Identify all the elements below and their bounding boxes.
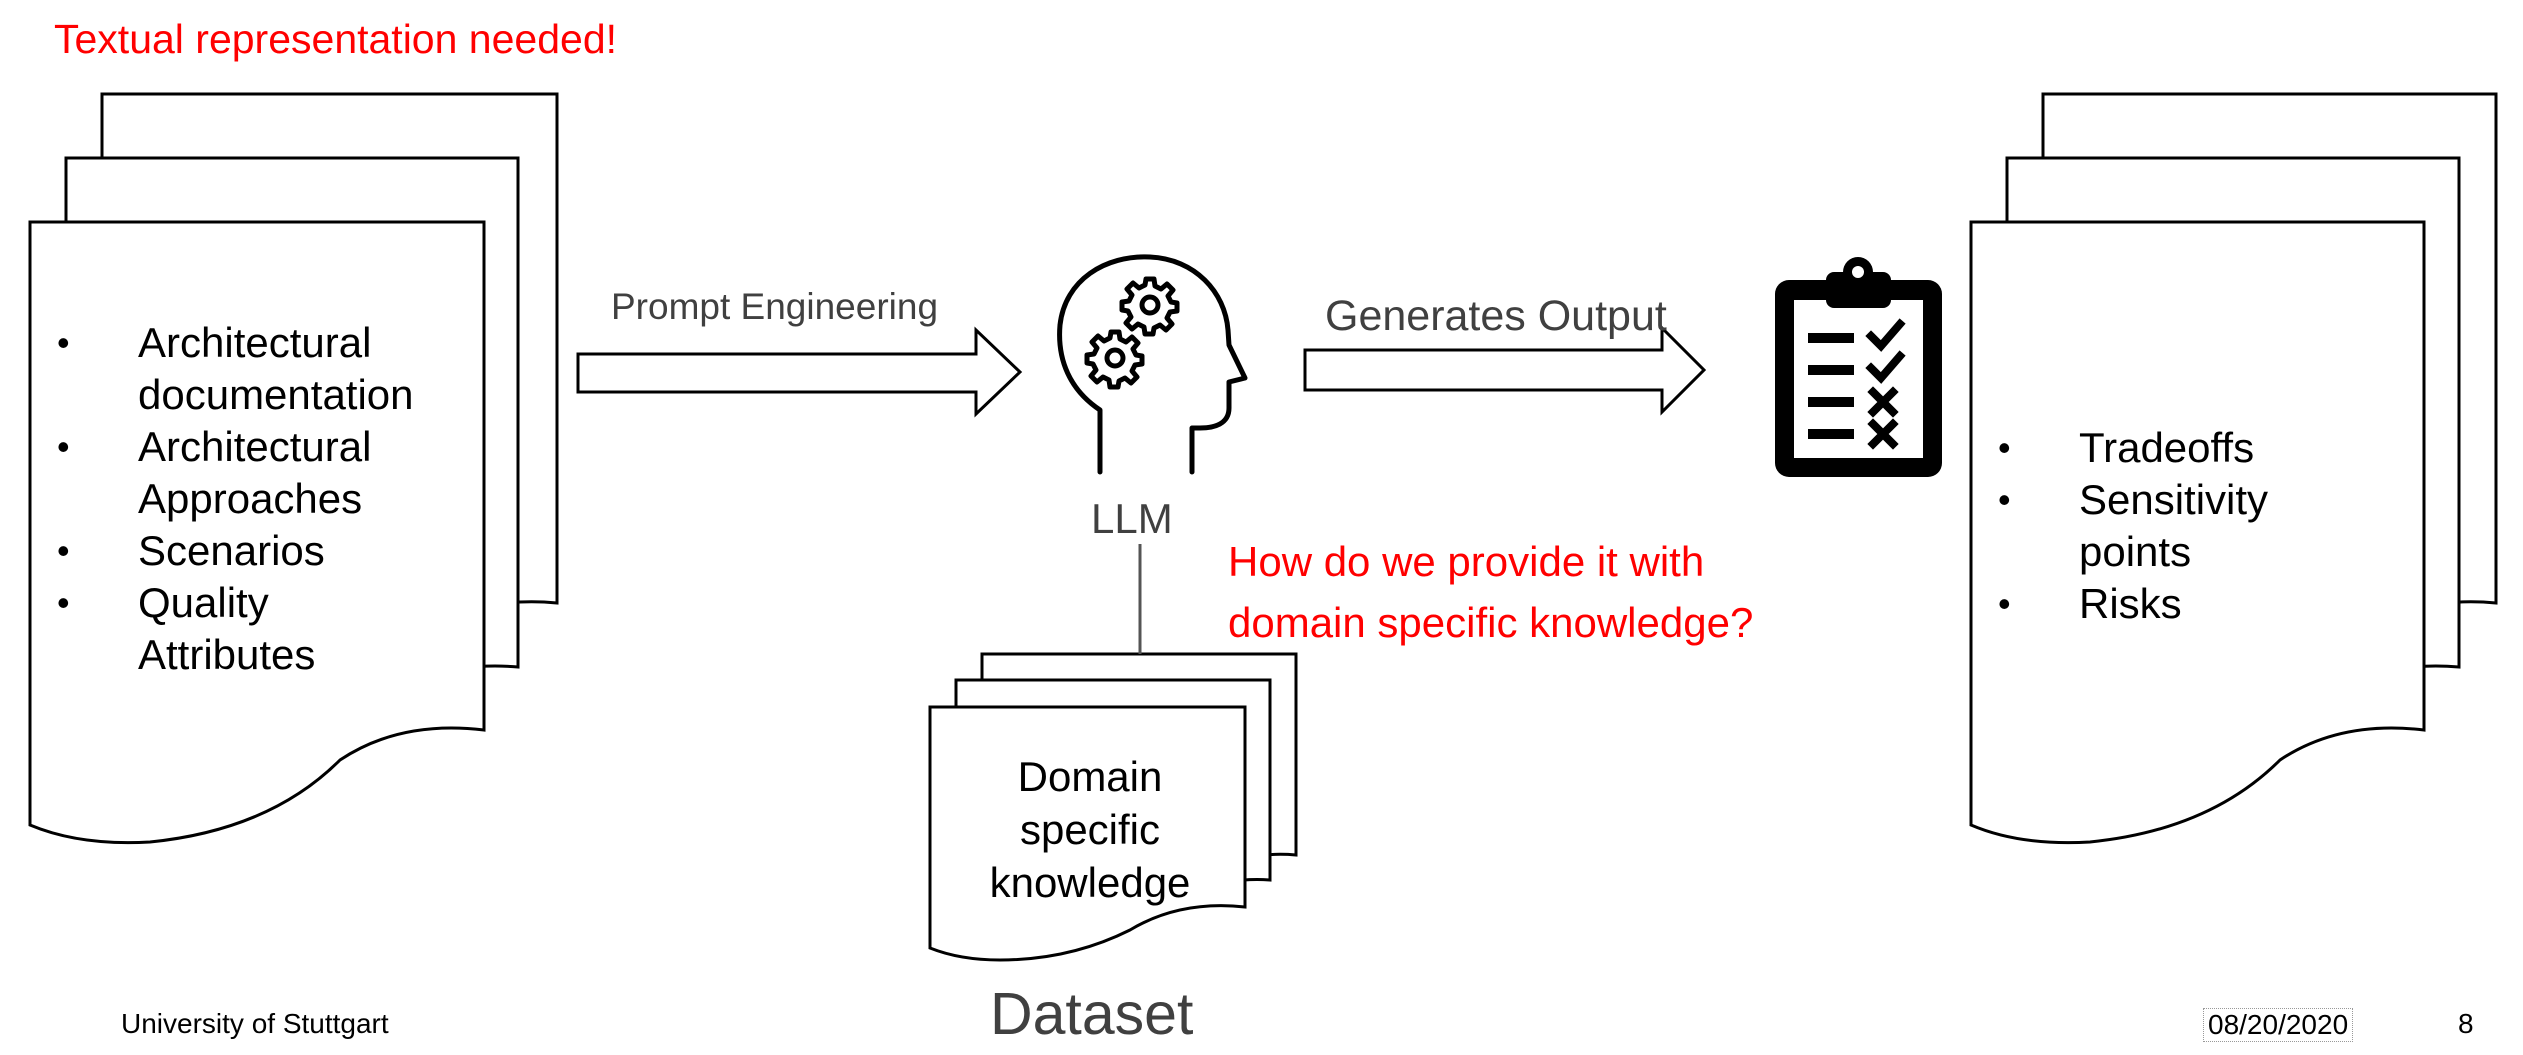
dataset-document-front (928, 705, 1247, 962)
prompt-engineering-arrow (576, 326, 1023, 418)
clipboard-checklist-icon (1775, 257, 1942, 477)
dataset-doc-line: Domain (1017, 753, 1163, 800)
list-item: Architectural Approaches (30, 421, 450, 525)
dataset-doc-line: specific (1019, 806, 1161, 853)
footer-institution: University of Stuttgart (121, 1008, 389, 1039)
list-item: Tradeoffs (1971, 422, 2351, 474)
dataset-label: Dataset (990, 981, 1194, 1047)
brain-gears-head-icon (1057, 254, 1248, 475)
llm-label: LLM (1091, 495, 1173, 542)
footer-page-number: 8 (2458, 1008, 2474, 1039)
input-documents-list: Architectural documentation Architectura… (30, 317, 450, 681)
question-note-line1: How do we provide it with (1228, 538, 1705, 585)
prompt-engineering-label: Prompt Engineering (611, 286, 939, 327)
dataset-documents-stack (928, 652, 1298, 962)
dataset-document-text: Domain specific knowledge (960, 750, 1220, 909)
list-item: Architectural documentation (30, 317, 450, 421)
list-item: Scenarios (30, 525, 450, 577)
output-documents-list: Tradeoffs Sensitivity points Risks (1971, 422, 2351, 630)
warning-note: Textual representation needed! (54, 16, 618, 62)
question-note-line2: domain specific knowledge? (1228, 599, 1754, 646)
list-item: Sensitivity points (1971, 474, 2279, 578)
generates-output-arrow (1303, 324, 1707, 416)
dataset-doc-line: knowledge (989, 859, 1191, 906)
footer-date: 08/20/2020 (2203, 1008, 2354, 1042)
generates-output-label: Generates Output (1325, 292, 1667, 340)
list-item: Quality Attributes (30, 577, 450, 681)
list-item: Risks (1971, 578, 2351, 630)
